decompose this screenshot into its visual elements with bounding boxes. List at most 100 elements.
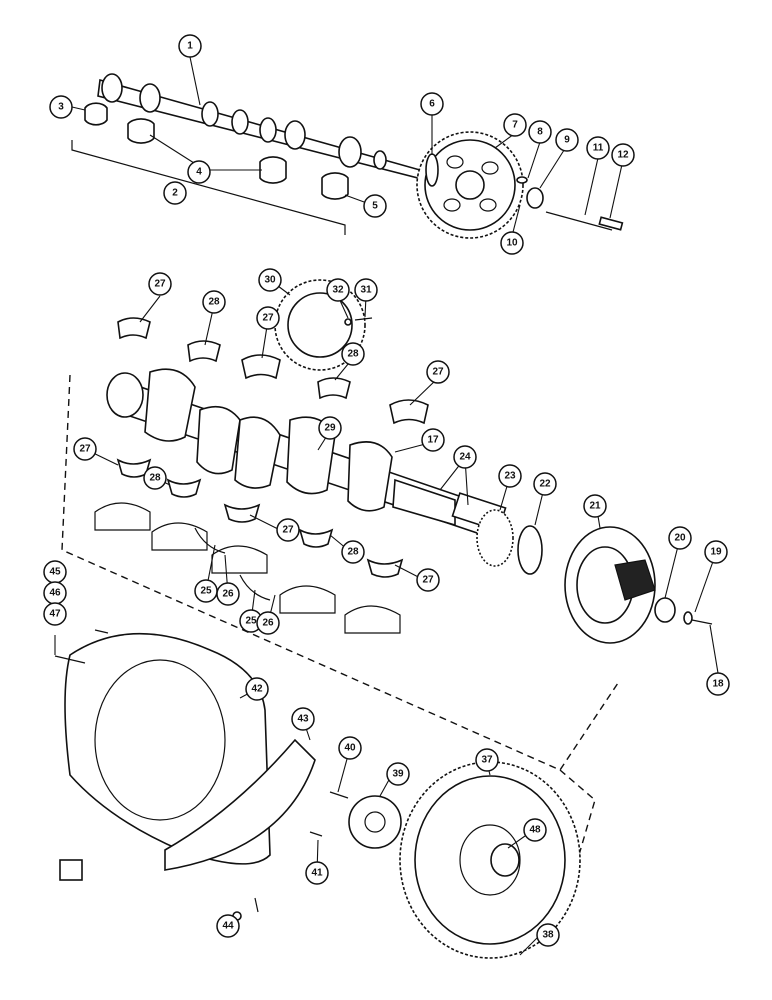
callout-label: 39 [392,769,404,780]
callout-label: 47 [49,609,61,620]
callout-label: 46 [49,588,61,599]
callout-32: 32 [326,278,350,302]
crankshaft [106,368,507,542]
callout-label: 25 [200,586,212,597]
callout-29: 29 [318,416,342,440]
callout-label: 26 [222,589,234,600]
callout-label: 10 [506,238,518,249]
callout-label: 17 [427,435,439,446]
callout-27d: 27 [73,437,97,461]
callout-label: 19 [710,547,722,558]
callout-label: 28 [208,297,220,308]
callout-label: 23 [504,471,516,482]
callout-21: 21 [583,494,607,518]
callout-19: 19 [704,540,728,564]
callout-31: 31 [354,278,378,302]
callout-label: 40 [344,743,356,754]
callout-17: 17 [421,428,445,452]
callout-label: 7 [512,120,518,131]
crank-pulley-damper [564,526,656,644]
callout-label: 24 [459,452,471,463]
callout-label: 43 [297,714,309,725]
main-bearing-shells [116,317,429,578]
callout-label: 48 [529,825,541,836]
callout-23: 23 [498,464,522,488]
callout-27b: 27 [256,306,280,330]
callout-38: 38 [536,923,560,947]
callout-label: 8 [537,127,543,138]
callout-40: 40 [338,736,362,760]
callout-45: 45 [43,560,67,584]
flywheel [399,761,581,959]
callout-30: 30 [258,268,282,292]
callout-label: 44 [222,921,234,932]
callout-8: 8 [528,120,552,144]
flywheel-hub [348,795,402,849]
callout-3: 3 [49,95,73,119]
callout-label: 1 [187,41,193,52]
callout-label: 22 [539,479,551,490]
callout-4: 4 [187,160,211,184]
callout-28d: 28 [341,540,365,564]
callout-27e: 27 [276,518,300,542]
callout-label: 27 [154,279,166,290]
callout-label: 3 [58,102,64,113]
callout-28c: 28 [143,466,167,490]
callout-label: 37 [481,755,493,766]
callout-37: 37 [475,748,499,772]
callout-6: 6 [420,92,444,116]
pulley-washer [654,597,676,623]
camshaft [97,73,421,179]
callout-label: 6 [429,99,435,110]
callout-18: 18 [706,672,730,696]
callout-label: 42 [251,684,263,695]
callout-27c: 27 [426,360,450,384]
pilot-bearing [490,843,520,877]
callout-label: 38 [542,930,554,941]
callout-label: 29 [324,423,336,434]
callout-label: 12 [617,150,629,161]
callout-label: 27 [422,575,434,586]
flywheel-housing [59,632,271,881]
callout-label: 11 [593,143,604,154]
callout-28a: 28 [202,290,226,314]
callout-5: 5 [363,194,387,218]
callout-label: 27 [79,444,91,455]
callout-24: 24 [453,445,477,469]
callout-42: 42 [245,677,269,701]
timing-gear [476,509,514,567]
callout-label: 28 [347,349,359,360]
callout-label: 4 [196,167,202,178]
callout-label: 45 [49,567,61,578]
callout-44: 44 [216,914,240,938]
thrust-washer [425,153,439,187]
callout-43: 43 [291,707,315,731]
callout-label: 21 [589,501,601,512]
callout-28b: 28 [341,342,365,366]
callout-1: 1 [178,34,202,58]
callout-41: 41 [305,861,329,885]
callout-26a: 26 [216,582,240,606]
callout-label: 28 [347,547,359,558]
callout-label: 26 [262,618,274,629]
callout-12: 12 [611,143,635,167]
thrust-washer-halves [194,527,271,601]
callout-label: 25 [245,616,257,627]
callout-label: 5 [372,201,378,212]
callout-label: 27 [282,525,294,536]
callout-label: 31 [360,285,372,296]
seal [517,525,543,575]
callout-48: 48 [523,818,547,842]
callout-7: 7 [503,113,527,137]
callout-label: 30 [264,275,276,286]
callout-25b: 25 [239,609,263,633]
cover-plate [164,738,316,871]
camshaft-bearings [84,102,349,200]
callout-22: 22 [533,472,557,496]
callout-47: 47 [43,602,67,626]
callout-label: 27 [432,367,444,378]
callout-27a: 27 [148,272,172,296]
callout-10: 10 [500,231,524,255]
crank-gear [274,279,366,371]
